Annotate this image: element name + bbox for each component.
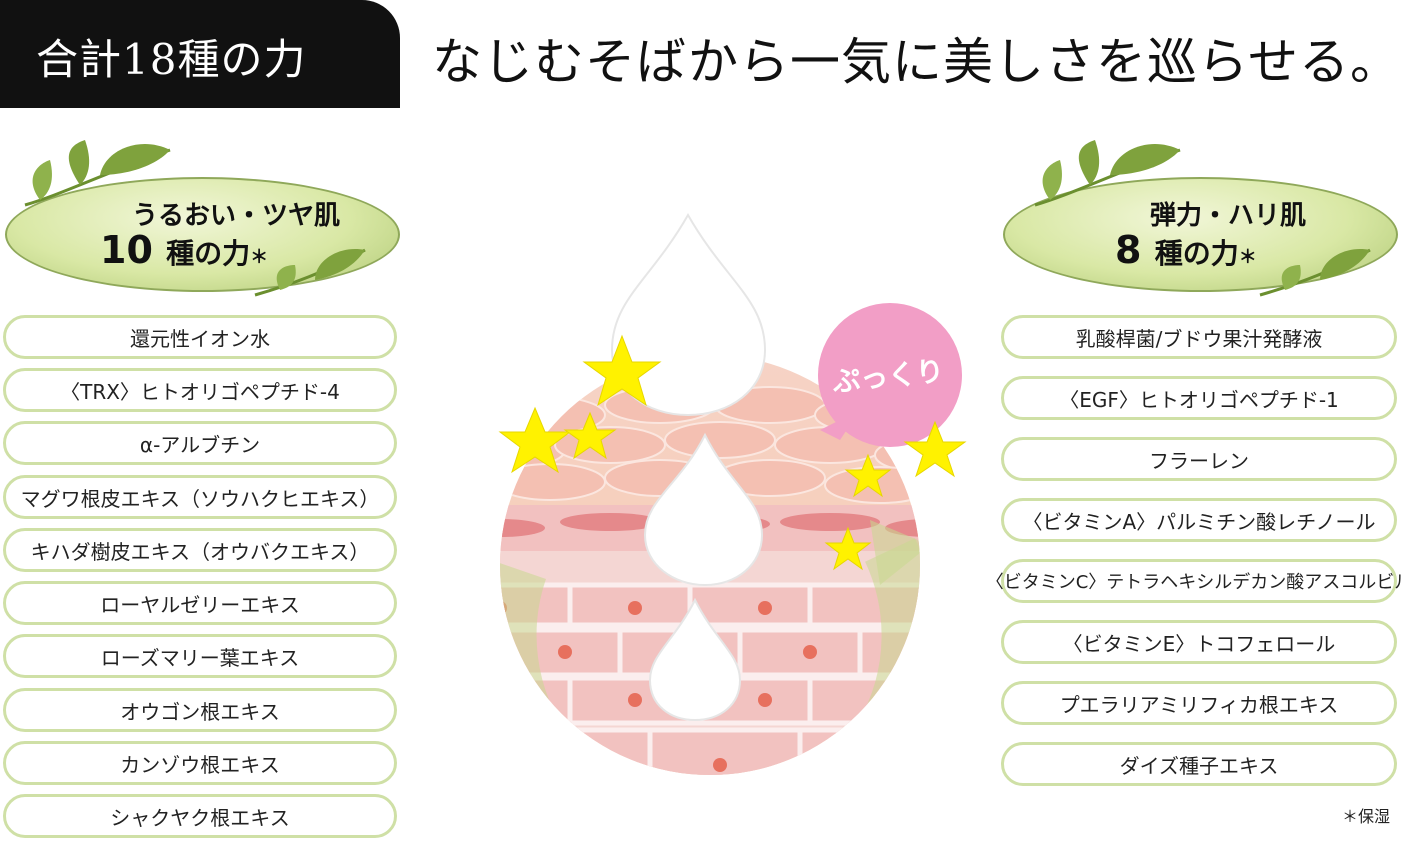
ingredient-pill: シャクヤク根エキス: [3, 794, 397, 838]
leaf-icon: [24, 140, 171, 207]
ingredient-pill: 〈ビタミンC〉テトラヘキシルデカン酸アスコルビル: [986, 559, 1401, 603]
ingredient-pill: 〈ビタミンE〉トコフェロール: [1001, 620, 1397, 664]
ingredient-pill: ダイズ種子エキス: [1001, 742, 1397, 786]
ingredient-pill: ローヤルゼリーエキス: [3, 581, 397, 625]
footnote: ＊保湿: [1342, 807, 1391, 826]
leaf-icon: [1034, 140, 1181, 207]
ingredient-pill: 還元性イオン水: [3, 315, 397, 359]
ingredient-pill: 〈ビタミンA〉パルミチン酸レチノール: [1001, 498, 1397, 542]
left-group-badge: [5, 177, 400, 292]
ingredient-pill: マグワ根皮エキス（ソウハクヒエキス）: [3, 475, 397, 519]
sparkle-stars: [498, 334, 967, 571]
leaf-icon: [1259, 248, 1371, 297]
left-group-count: 10 種の力＊: [100, 228, 268, 272]
skin-illustration: [498, 212, 967, 775]
ingredient-pill: 〈EGF〉ヒトオリゴペプチド-1: [1001, 376, 1397, 420]
ingredient-pill: 〈TRX〉ヒトオリゴペプチド-4: [3, 368, 397, 412]
right-count-mark: ＊: [1238, 247, 1257, 268]
right-group-count: 8 種の力＊: [1115, 228, 1257, 272]
header-badge-text: 合計18種の力: [36, 35, 307, 84]
ingredient-pill: フラーレン: [1001, 437, 1397, 481]
header-badge: 合計18種の力: [0, 0, 400, 108]
left-group-title: うるおい・ツヤ肌: [132, 201, 341, 231]
puffy-bubble: [818, 303, 962, 447]
headline: なじむそばから一気に美しさを巡らせる。: [432, 33, 1401, 91]
left-count-mark: ＊: [250, 247, 269, 268]
right-count-number: 8: [1115, 228, 1142, 272]
ingredient-pill: α-アルブチン: [3, 421, 397, 465]
ingredient-pill: 乳酸桿菌/ブドウ果汁発酵液: [1001, 315, 1397, 359]
ingredient-pill: ローズマリー葉エキス: [3, 634, 397, 678]
left-count-number: 10: [100, 228, 153, 272]
right-group-title: 弾力・ハリ肌: [1150, 201, 1307, 231]
left-count-suffix: 種の力: [166, 237, 251, 270]
ingredient-pill: カンゾウ根エキス: [3, 741, 397, 785]
ingredient-pill: プエラリアミリフィカ根エキス: [1001, 681, 1397, 725]
ingredient-pill: キハダ樹皮エキス（オウバクエキス）: [3, 528, 397, 572]
ingredient-pill: オウゴン根エキス: [3, 688, 397, 732]
leaf-icon: [254, 248, 366, 297]
right-count-suffix: 種の力: [1154, 237, 1239, 270]
